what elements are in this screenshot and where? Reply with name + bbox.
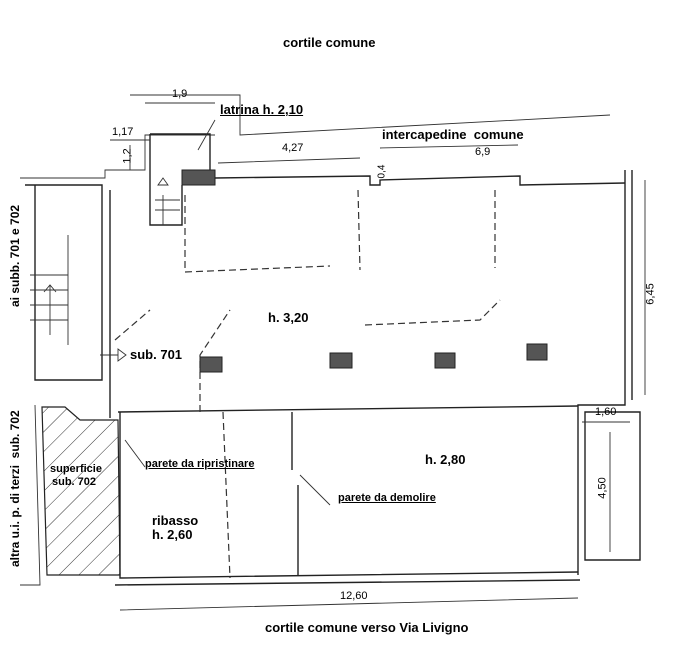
dimension-label: 4,50: [596, 477, 609, 499]
pillar: [329, 352, 353, 369]
dashed-wall: [364, 299, 501, 326]
dimension-label: 1,60: [595, 406, 617, 418]
entrance-arrow-icon: [100, 348, 127, 362]
pillar: [199, 356, 223, 373]
dashed-wall: [184, 195, 331, 273]
dimension-label: 1,9: [172, 88, 188, 100]
dimension-label: 0,4: [376, 164, 388, 179]
room-height-280-label: h. 2,80: [425, 452, 466, 467]
hatched-area-sub702: [41, 406, 121, 576]
dashed-wall: [114, 309, 231, 412]
annex: [584, 411, 641, 561]
cavity-label: intercapedine comune: [382, 127, 524, 142]
dashed-wall: [357, 189, 496, 271]
stair-wall: [149, 134, 183, 226]
dimension-label: 4,27: [282, 142, 304, 154]
stair-arrow-icon: [30, 235, 69, 345]
bottom-courtyard-label: cortile comune verso Via Livigno: [265, 620, 469, 635]
to-subs-label: ai subb. 701 e 702: [8, 204, 22, 307]
middle-wall: [117, 405, 579, 413]
top-wall: [214, 175, 626, 186]
main-height-label: h. 3,20: [268, 310, 309, 325]
dashed-partition: [222, 411, 231, 579]
pillar: [526, 343, 548, 361]
stair-arrow-icon: [155, 177, 180, 225]
dimension-label: 12,60: [340, 590, 368, 602]
boundary-line: [20, 134, 215, 179]
surface-label-2: sub. 702: [52, 476, 97, 488]
lowered-label-2: h. 2,60: [152, 527, 193, 542]
boundary-line: [20, 404, 41, 586]
dimension-line: [110, 102, 646, 611]
dimension-label: 6,45: [644, 283, 657, 305]
dimension-label: 1,17: [112, 126, 134, 138]
pillar: [434, 352, 456, 369]
dimension-label: 1,2: [121, 148, 134, 164]
stair-block: [25, 184, 103, 381]
bottom-wall: [119, 412, 579, 579]
wall-restore-label: parete da ripristinare: [145, 458, 255, 470]
wall-demolish-label: parete da demolire: [338, 492, 436, 504]
right-wall: [577, 170, 626, 575]
sub701-label: sub. 701: [130, 347, 183, 362]
other-unit-label: altra u.i. p. di terzi sub. 702: [8, 410, 22, 567]
partition-wall: [291, 412, 299, 575]
leader-line: [124, 119, 331, 506]
top-courtyard-label: cortile comune: [283, 35, 376, 50]
lowered-label-1: ribasso: [152, 513, 199, 528]
bottom-outer-wall: [114, 579, 581, 586]
dimension-label: 6,9: [475, 146, 491, 158]
surface-label-1: superficie: [50, 463, 102, 475]
latrine-label: latrina h. 2,10: [220, 102, 304, 117]
boundary-line: [130, 94, 611, 136]
